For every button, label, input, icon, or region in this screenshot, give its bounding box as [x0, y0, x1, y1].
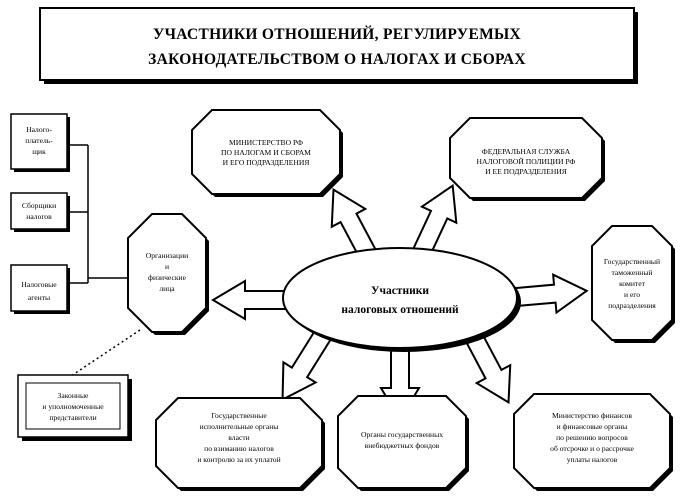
title-line-2: ЗАКОНОДАТЕЛЬСТВОМ О НАЛОГАХ И СБОРАХ [148, 51, 526, 68]
organizations-line-2: и [165, 262, 169, 271]
node-customs: Государственный таможенный комитет и его… [591, 225, 675, 343]
representatives-line-1: Законные [58, 391, 90, 400]
customs-line-2: таможенный [611, 268, 652, 277]
extrabudget-line-2: внебюджетных фондов [365, 441, 440, 450]
executive-line-2: исполнительные органы [200, 422, 279, 431]
taxpayer-line-1: Налого- [26, 125, 52, 134]
executive-line-5: и контролю за их уплатой [197, 455, 280, 464]
collectors-line-1: Сборщики [22, 201, 56, 210]
node-extrabudget: Органы государственных внебюджетных фонд… [337, 395, 469, 491]
center-line-2: налоговых отношений [341, 304, 459, 316]
finance-line-5: уплаты налогов [567, 455, 618, 464]
customs-line-5: подразделения [608, 301, 656, 310]
tax-police-line-3: И ЕЕ ПОДРАЗДЕЛЕНИЯ [485, 167, 567, 176]
node-ministry-taxes: МИНИСТЕРСТВО РФ ПО НАЛОГАМ И СБОРАМ И ЕГ… [191, 109, 343, 197]
taxpayer-line-3: щик [32, 147, 46, 156]
collectors-line-2: налогов [26, 212, 52, 221]
node-executive: Государственные исполнительные органы вл… [155, 397, 325, 491]
title-line-1: УЧАСТНИКИ ОТНОШЕНИЙ, РЕГУЛИРУЕМЫХ [153, 26, 522, 43]
finance-line-4: об отсрочке и о рассрочке [550, 444, 634, 453]
dotted-link [67, 329, 141, 379]
center-line-1: Участники [371, 285, 429, 297]
executive-line-4: по взиманию налогов [204, 444, 274, 453]
left-bracket [70, 144, 128, 284]
title-box: УЧАСТНИКИ ОТНОШЕНИЙ, РЕГУЛИРУЕМЫХ ЗАКОНО… [39, 7, 638, 84]
executive-line-1: Государственные [211, 411, 267, 420]
customs-line-3: комитет [619, 279, 646, 288]
tax-police-line-1: ФЕДЕРАЛЬНАЯ СЛУЖБА [482, 147, 571, 156]
representatives-line-3: представители [49, 413, 96, 422]
customs-line-1: Государственный [604, 257, 660, 266]
finance-line-2: и финансовые органы [557, 422, 628, 431]
representatives-line-2: и уполномоченные [42, 402, 104, 411]
center-ellipse: Участники налоговых отношений [282, 247, 521, 352]
finance-line-1: Министерство финансов [552, 411, 632, 420]
organizations-line-3: физические [148, 273, 187, 282]
box-taxpayer: Налого- платель- щик [10, 113, 70, 172]
tax-police-line-2: НАЛОГОВОЙ ПОЛИЦИИ РФ [477, 157, 576, 166]
box-collectors: Сборщики налогов [10, 192, 70, 232]
node-tax-police: ФЕДЕРАЛЬНАЯ СЛУЖБА НАЛОГОВОЙ ПОЛИЦИИ РФ … [449, 117, 605, 201]
node-organizations: Организации и физические лица [127, 213, 209, 335]
box-agents: Налоговые агенты [10, 264, 70, 314]
finance-line-3: по решению вопросов [556, 433, 628, 442]
agents-line-1: Налоговые [21, 280, 57, 289]
ministry-taxes-line-1: МИНИСТЕРСТВО РФ [229, 138, 303, 147]
agents-line-2: агенты [28, 293, 50, 302]
customs-line-4: и его [624, 290, 640, 299]
node-finance: Министерство финансов и финансовые орган… [513, 393, 673, 491]
taxpayer-line-2: платель- [25, 136, 53, 145]
organizations-line-4: лица [159, 284, 175, 293]
executive-line-3: власти [228, 433, 249, 442]
ministry-taxes-line-3: И ЕГО ПОДРАЗДЕЛЕНИЯ [223, 158, 310, 167]
ministry-taxes-line-2: ПО НАЛОГАМ И СБОРАМ [221, 148, 311, 157]
box-representatives: Законные и уполномоченные представители [17, 374, 132, 441]
organizations-line-1: Организации [146, 251, 188, 260]
extrabudget-line-1: Органы государственных [361, 430, 443, 439]
